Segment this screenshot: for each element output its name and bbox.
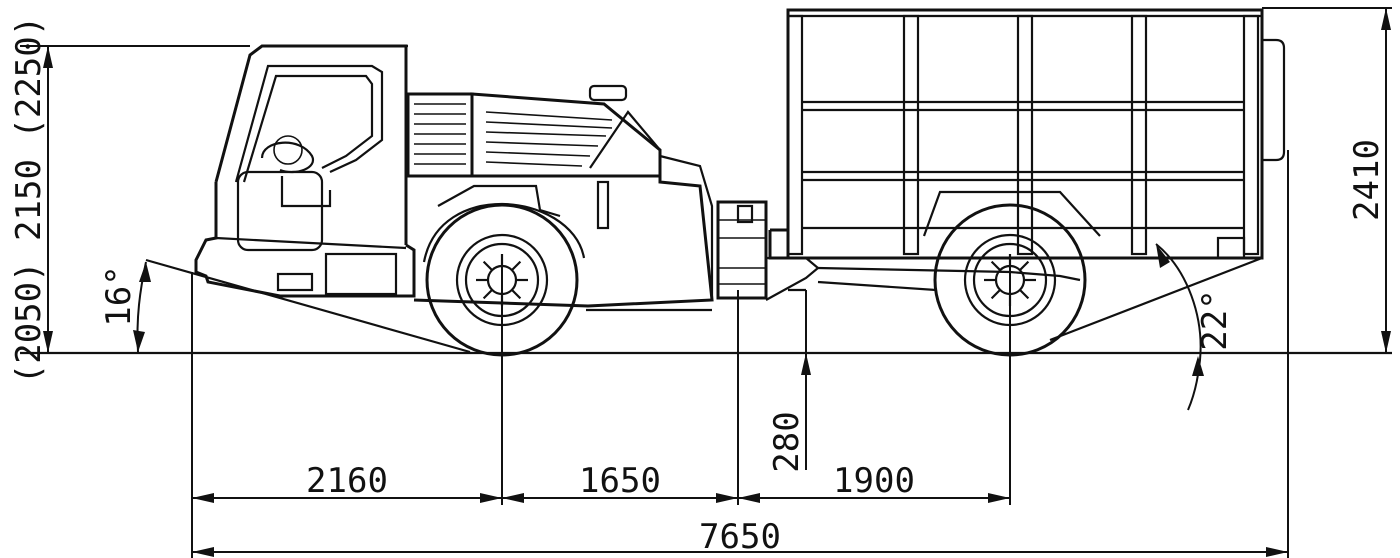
hub-spoke bbox=[1019, 289, 1030, 300]
cab-door-panel bbox=[236, 170, 324, 252]
tractor-unit bbox=[194, 44, 820, 312]
departure-angle-label: 22° bbox=[1195, 289, 1235, 350]
cargo-box bbox=[786, 8, 1264, 260]
ground-clearance-label: 280 bbox=[767, 411, 807, 472]
cab-heights-label: (2050) 2150 (2250) bbox=[9, 16, 49, 384]
hub-spoke bbox=[482, 260, 493, 271]
wheelbase-front-label: 2160 bbox=[306, 461, 388, 501]
steering-wheel bbox=[260, 141, 315, 174]
departure-angle-arc bbox=[1155, 243, 1202, 411]
cab-canopy bbox=[214, 44, 408, 245]
wheelbase-middle-label: 1650 bbox=[579, 461, 661, 501]
rear-handle bbox=[1262, 38, 1286, 162]
hub-spoke bbox=[1019, 260, 1030, 271]
hitch-block bbox=[716, 200, 768, 300]
side-box bbox=[324, 252, 398, 296]
engine-grille bbox=[485, 111, 613, 167]
extension-lines bbox=[20, 7, 1392, 558]
approach-angle-label: 16° bbox=[99, 265, 139, 326]
total-height-label: 2410 bbox=[1347, 139, 1387, 221]
hub-spoke bbox=[990, 260, 1001, 271]
overall-length-label: 7650 bbox=[699, 517, 781, 557]
hub-spoke bbox=[511, 260, 522, 271]
front-wheel bbox=[422, 202, 586, 357]
trailer-unit bbox=[768, 8, 1286, 292]
hub-spoke bbox=[511, 289, 522, 300]
wheelbase-rear-label: 1900 bbox=[833, 461, 915, 501]
dimension-lines bbox=[47, 8, 1387, 553]
approach-angle-line bbox=[145, 258, 471, 354]
cargo-box-posts bbox=[786, 14, 1260, 256]
departure-angle-line bbox=[1049, 256, 1263, 342]
hub-spoke bbox=[482, 289, 493, 300]
exhaust-cap bbox=[588, 84, 628, 102]
cargo-box-rails bbox=[802, 100, 1244, 230]
hub-spoke bbox=[990, 289, 1001, 300]
dimension-arrows bbox=[43, 8, 1391, 557]
